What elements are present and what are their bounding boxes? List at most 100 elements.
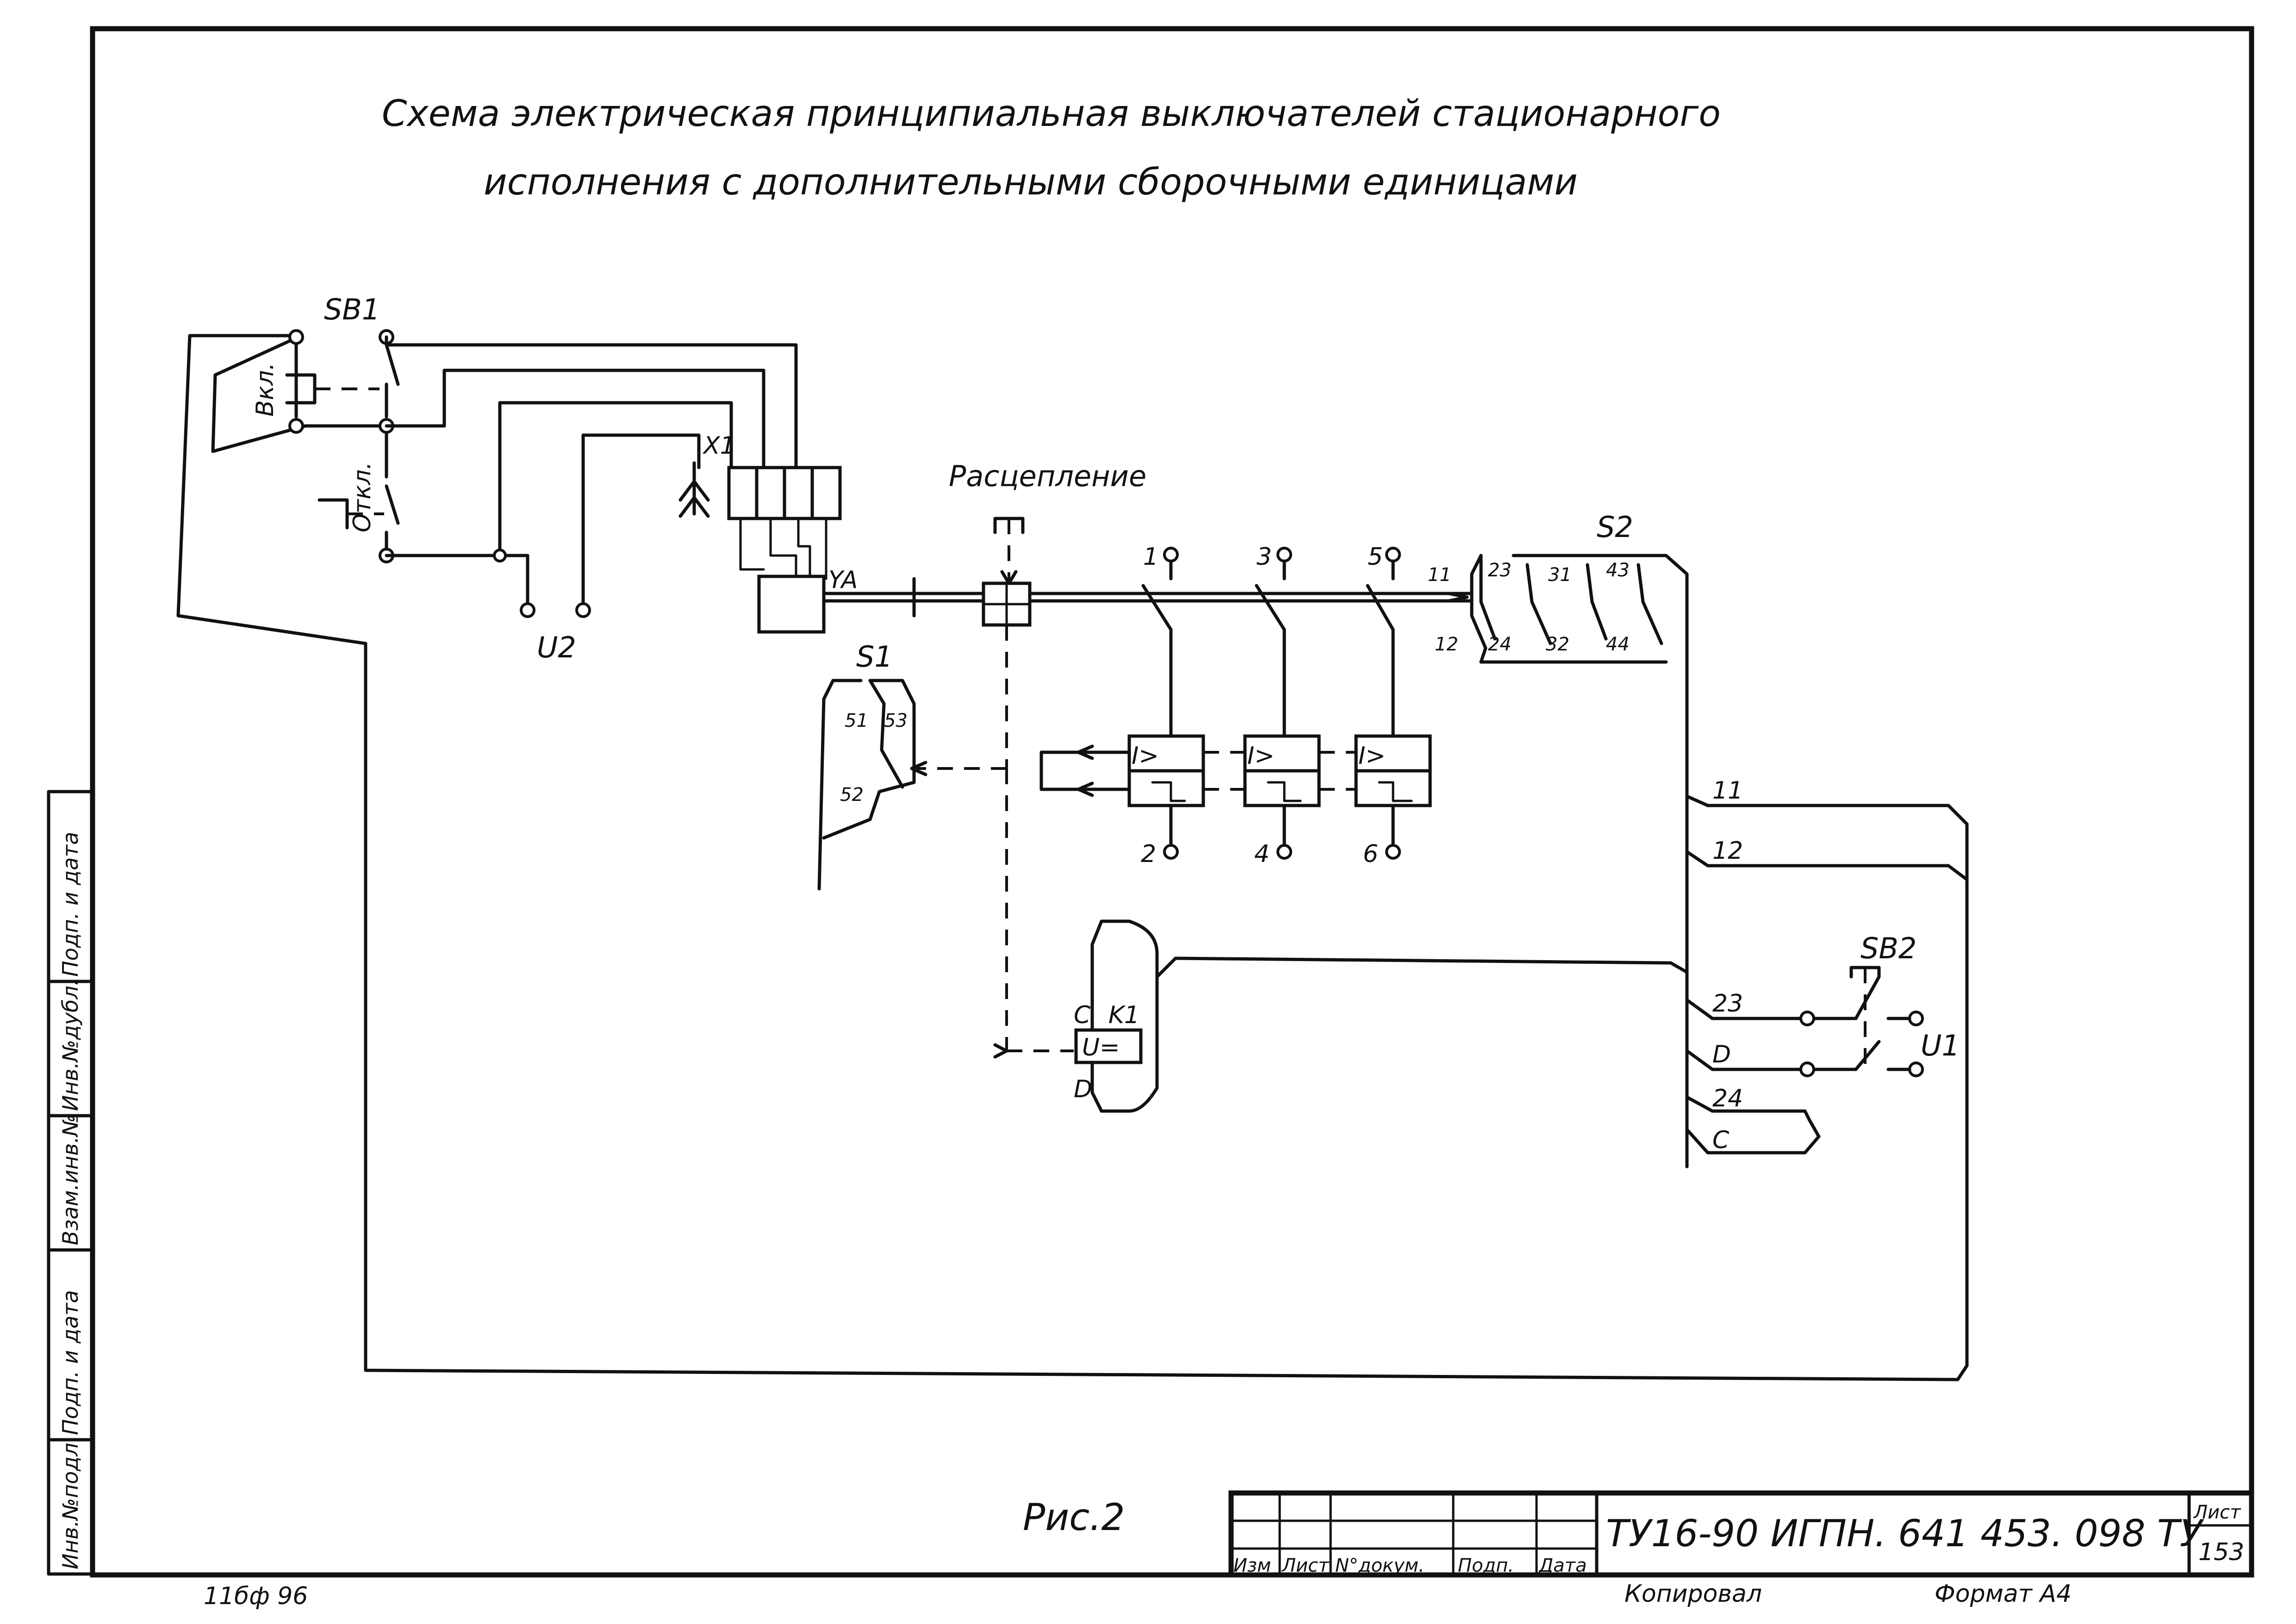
side-stamp: Инв.№подл. Подп. и дата Взам.инв.№ Инв.№… xyxy=(47,790,94,1576)
release-label: Расцепление xyxy=(949,459,1146,493)
relay-2-element xyxy=(1267,781,1302,802)
tb-col-list: Лист xyxy=(1281,1555,1330,1576)
s1-housing-right xyxy=(822,679,916,840)
x1-label: X1 xyxy=(702,432,735,460)
sb2-terminal-2 xyxy=(1799,1062,1815,1077)
s1-contact-53: 53 xyxy=(884,710,908,731)
u1-label: U1 xyxy=(1921,1029,1960,1062)
pole-1-blade xyxy=(1141,584,1173,631)
release-linkages xyxy=(910,625,1074,1059)
k1-label: K1 xyxy=(1108,1001,1139,1029)
ya-internal-wire xyxy=(769,517,797,580)
s2-aux-switch: S2 11 23 31 43 12 24 32 44 xyxy=(1428,510,1689,1168)
s1-contact xyxy=(868,679,904,789)
ya-internal-wire xyxy=(739,517,765,571)
wire-sb1-ya-3 xyxy=(385,401,733,557)
relay-3-element xyxy=(1378,781,1413,802)
diagram-title: Схема электрическая принципиальная выклю… xyxy=(382,93,1721,203)
tb-col-data: Дата xyxy=(1538,1555,1587,1576)
pole-terminal-bottom-3 xyxy=(1385,844,1401,860)
tb-col-ndoc: N°докум. xyxy=(1335,1555,1425,1576)
vkl-label: Вкл. xyxy=(251,362,279,417)
sb2-contact-bottom xyxy=(1854,1040,1881,1071)
overcurrent-relays: I> I> I> xyxy=(1039,734,1432,807)
s2-label: S2 xyxy=(1597,510,1633,544)
sb1-label: SB1 xyxy=(324,293,380,326)
wire-11 xyxy=(1685,794,1969,881)
title-block-frame xyxy=(1228,1490,2254,1578)
k1-device: U= C K1 D xyxy=(1074,919,1689,1113)
vkl-push-symbol xyxy=(285,373,317,405)
tb-format: Формат А4 xyxy=(1935,1580,2072,1608)
tb-sheet-number: 153 xyxy=(2198,1538,2244,1566)
tb-col-podp: Подп. xyxy=(1458,1555,1514,1576)
pole-terminal-bottom-1 xyxy=(1163,844,1179,860)
s1-housing-left xyxy=(817,679,863,891)
tb-copied: Копировал xyxy=(1624,1580,1762,1608)
s2-contact-12: 12 xyxy=(1435,634,1458,655)
otkl-contact xyxy=(385,484,400,525)
pole-top-2: 3 xyxy=(1257,543,1272,571)
u1-terminal-top xyxy=(1908,1011,1924,1026)
shaft-arrow xyxy=(1447,592,1469,603)
k1-dc-label: U= xyxy=(1082,1034,1120,1062)
pole-terminal-top-2 xyxy=(1276,547,1292,562)
x1-connector-arrow-1 xyxy=(678,480,710,502)
pole-terminal-top-3 xyxy=(1385,547,1401,562)
ya-coil-box xyxy=(757,575,826,634)
sb1-to-ya-wiring: U2 xyxy=(385,335,798,664)
pole-terminal-top-1 xyxy=(1163,547,1179,562)
relay-arrow-bottom xyxy=(1076,781,1094,797)
s2-contact-31: 31 xyxy=(1548,564,1572,586)
s2-contact-44: 44 xyxy=(1606,634,1630,655)
pole-top-1: 1 xyxy=(1143,543,1158,571)
s2-contact-11: 11 xyxy=(1428,564,1451,586)
s1-contact-51: 51 xyxy=(845,710,868,731)
s1-contact-52: 52 xyxy=(840,784,864,806)
tb-col-izm: Изм xyxy=(1233,1555,1271,1576)
relay-arrow-top xyxy=(1076,744,1094,760)
k1-c-label: C xyxy=(1074,1001,1091,1029)
ya-internal-wire xyxy=(797,517,811,580)
main-poles: 1 3 5 I> I> I> xyxy=(1039,543,1432,868)
wire-sb1-ya-1 xyxy=(385,335,798,469)
stamp-podp-data-2: Подп. и дата xyxy=(58,832,83,977)
title-line-2: исполнения с дополнительными сборочными … xyxy=(484,162,1578,203)
wire-label-12: 12 xyxy=(1712,837,1743,865)
s2-contact-11-12 xyxy=(1479,554,1497,641)
s1-aux-switch: S1 51 53 52 xyxy=(817,640,916,891)
s2-contact-43: 43 xyxy=(1606,560,1630,581)
tb-sheet-label: Лист xyxy=(2193,1502,2241,1523)
sb1-upper-loop xyxy=(211,336,307,453)
wire-u2-right xyxy=(581,433,701,608)
otkl-push-symbol xyxy=(317,498,349,530)
stamp-inv-podl: Инв.№подл. xyxy=(58,1436,83,1569)
wire-label-d: D xyxy=(1712,1041,1731,1068)
s2-contact-23-24 xyxy=(1525,563,1552,645)
wire-d xyxy=(1685,1049,1802,1071)
wire-label-c: C xyxy=(1712,1126,1730,1154)
vkl-contact-right xyxy=(385,343,400,386)
u2-terminal-left xyxy=(520,602,535,618)
sb1-terminal xyxy=(288,418,304,434)
ya-release-coil: X1 YA xyxy=(678,432,858,634)
pole-bottom-3: 6 xyxy=(1363,840,1378,868)
relay-label-1: I> xyxy=(1132,742,1159,770)
wire-24 xyxy=(1685,1095,1807,1113)
k1-dc-box xyxy=(1074,1028,1143,1064)
pole-terminal-bottom-2 xyxy=(1276,844,1292,860)
sb1-terminal xyxy=(288,329,304,345)
relay-label-3: I> xyxy=(1358,742,1386,770)
relay-1-element xyxy=(1151,781,1186,802)
ya-label: YA xyxy=(828,566,858,594)
otkl-label: Откл. xyxy=(348,462,376,532)
junction xyxy=(493,549,507,562)
pole-3-blade xyxy=(1366,584,1395,631)
relay-bus-bracket xyxy=(1039,750,1131,791)
s2-contact-23: 23 xyxy=(1488,560,1512,581)
wire-u2-left xyxy=(498,554,529,604)
stamp-vzam-inv: Взам.инв.№ xyxy=(58,1114,83,1245)
side-stamp-frame xyxy=(47,790,94,1576)
u1-terminal-bottom xyxy=(1908,1062,1924,1077)
s2-housing-left xyxy=(1470,554,1668,664)
